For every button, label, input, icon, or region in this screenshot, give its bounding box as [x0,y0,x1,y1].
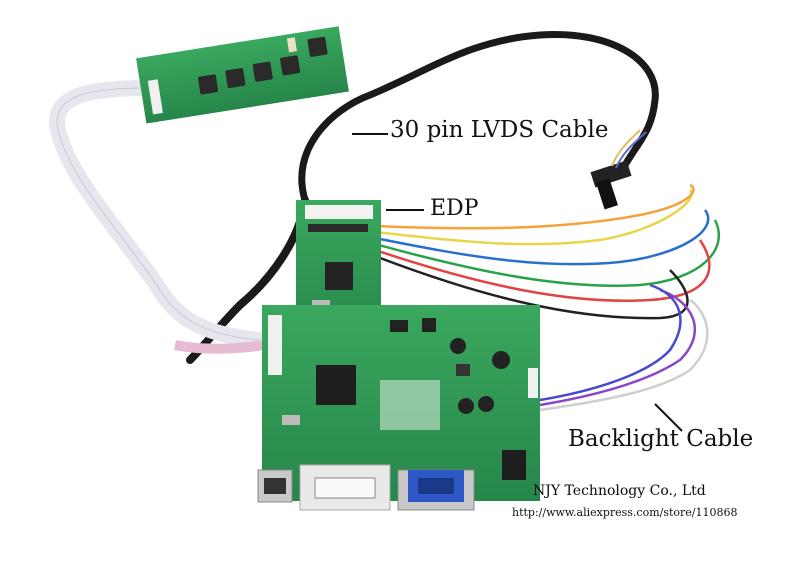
lvds-cable-label: 30 pin LVDS Cable [390,117,609,143]
keypad-board [136,26,349,124]
watermark-company: NJY Technology Co., Ltd [533,483,706,499]
watermark-url: http://www.aliexpress.com/store/110868 [512,506,738,519]
lvds-cable [298,30,659,204]
keypad-ribbon [49,80,268,348]
backlight-wires [374,183,721,412]
backlight-cable-label: Backlight Cable [568,426,754,452]
io-connectors [257,464,475,511]
edp-label: EDP [430,196,479,221]
lvds-connector [590,129,647,210]
